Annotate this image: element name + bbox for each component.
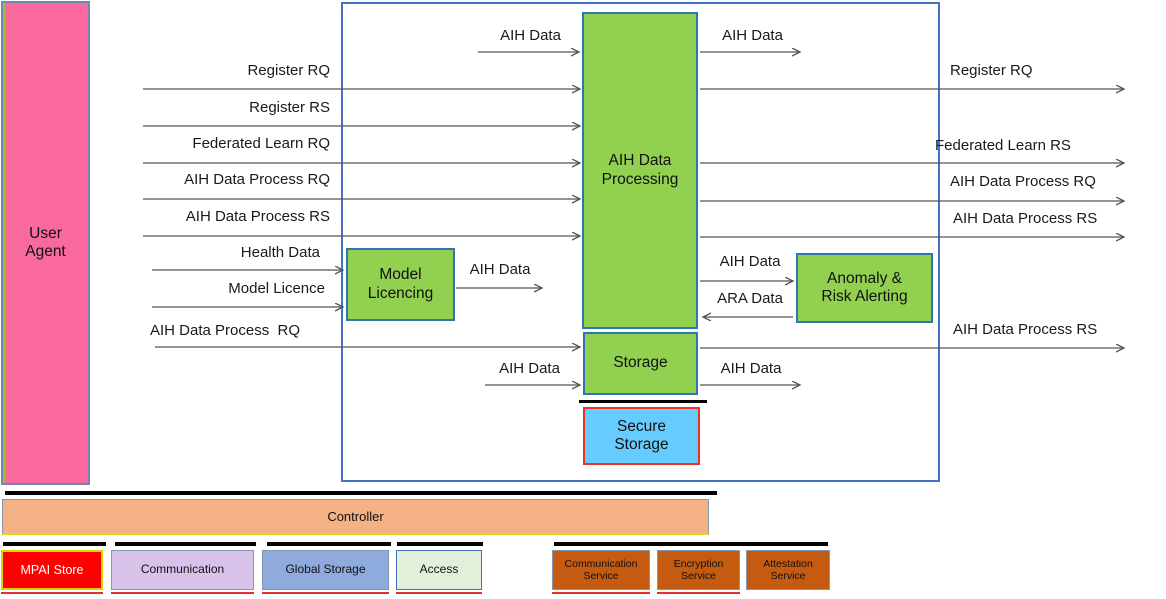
flow-label-health-data: Health Data bbox=[240, 244, 320, 261]
user-agent-box: User Agent bbox=[1, 1, 90, 485]
connector-global-storage bbox=[267, 542, 391, 546]
flow-label-model-licence: Model Licence bbox=[228, 280, 325, 297]
access-box: Access bbox=[396, 550, 482, 590]
mpai-store-label: MPAI Store bbox=[20, 562, 84, 577]
aih-data-processing-box: AIH Data Processing bbox=[582, 12, 698, 329]
communication-label: Communication bbox=[140, 562, 225, 577]
flow-label-federated-learn-rs-out: Federated Learn RS bbox=[935, 137, 1071, 154]
communication-service-box: Communication Service bbox=[552, 550, 650, 590]
controller-bar: Controller bbox=[2, 499, 709, 535]
communication-box: Communication bbox=[111, 550, 254, 590]
flow-label-ara-data: ARA Data bbox=[717, 290, 783, 307]
encryption-service-label: Encryption Service bbox=[673, 557, 724, 582]
flow-label-aih-data-process-rq-storage: AIH Data Process RQ bbox=[150, 322, 301, 339]
controller-label: Controller bbox=[327, 508, 384, 524]
secure-storage-label: Secure Storage bbox=[614, 417, 669, 453]
global-storage-box: Global Storage bbox=[262, 550, 389, 590]
controller-topline bbox=[5, 491, 717, 495]
communication-service-label: Communication Service bbox=[564, 557, 638, 582]
flow-label-aih-data-to-anomaly: AIH Data bbox=[719, 253, 781, 270]
flow-label-aih-data-out-top: AIH Data bbox=[722, 27, 783, 44]
secure-storage-box: Secure Storage bbox=[583, 407, 700, 465]
flow-label-aih-data-in-top: AIH Data bbox=[500, 27, 561, 44]
connector-communication bbox=[115, 542, 256, 546]
global-storage-label: Global Storage bbox=[285, 562, 366, 577]
flow-label-register-rs: Register RS bbox=[249, 99, 330, 116]
flow-label-federated-learn-rq: Federated Learn RQ bbox=[192, 135, 330, 152]
anomaly-risk-alerting-box: Anomaly & Risk Alerting bbox=[796, 253, 933, 323]
attestation-service-box: Attestation Service bbox=[746, 550, 830, 590]
underline-encryption-service bbox=[657, 592, 740, 594]
anomaly-risk-alerting-label: Anomaly & Risk Alerting bbox=[821, 269, 908, 305]
flow-label-aih-data-out-storage: AIH Data bbox=[720, 360, 782, 377]
flow-label-register-rq: Register RQ bbox=[247, 62, 330, 79]
attestation-service-label: Attestation Service bbox=[763, 557, 813, 582]
underline-communication bbox=[111, 592, 254, 594]
encryption-service-box: Encryption Service bbox=[657, 550, 740, 590]
system-frame bbox=[341, 2, 940, 482]
user-agent-accent bbox=[3, 3, 5, 483]
underline-global-storage bbox=[262, 592, 389, 594]
connector-access bbox=[397, 542, 483, 546]
storage-label: Storage bbox=[613, 354, 668, 372]
underline-communication-service bbox=[552, 592, 650, 594]
flow-label-register-rq-out: Register RQ bbox=[950, 62, 1033, 79]
underline-access bbox=[396, 592, 482, 594]
user-agent-label: User Agent bbox=[25, 224, 66, 260]
storage-box: Storage bbox=[583, 332, 698, 395]
flow-label-aih-data-process-rs-out-bottom: AIH Data Process RS bbox=[953, 321, 1098, 338]
underline-mpai bbox=[1, 592, 103, 594]
access-label: Access bbox=[419, 562, 459, 577]
flow-label-aih-data-process-rq-out: AIH Data Process RQ bbox=[950, 173, 1096, 190]
connector-services bbox=[554, 542, 828, 546]
model-licencing-box: Model Licencing bbox=[346, 248, 455, 321]
model-licencing-label: Model Licencing bbox=[367, 266, 434, 302]
connector-mpai bbox=[3, 542, 106, 546]
mpai-store-box: MPAI Store bbox=[1, 550, 103, 590]
flow-label-aih-data-process-rq: AIH Data Process RQ bbox=[184, 171, 330, 188]
flow-label-aih-data-model-out: AIH Data bbox=[469, 261, 531, 278]
flow-label-aih-data-process-rs-out: AIH Data Process RS bbox=[953, 210, 1098, 227]
flow-label-aih-data-process-rs: AIH Data Process RS bbox=[185, 208, 330, 225]
flow-label-aih-data-into-storage: AIH Data bbox=[499, 360, 560, 377]
storage-divider bbox=[579, 400, 707, 403]
aih-data-processing-label: AIH Data Processing bbox=[601, 152, 679, 188]
